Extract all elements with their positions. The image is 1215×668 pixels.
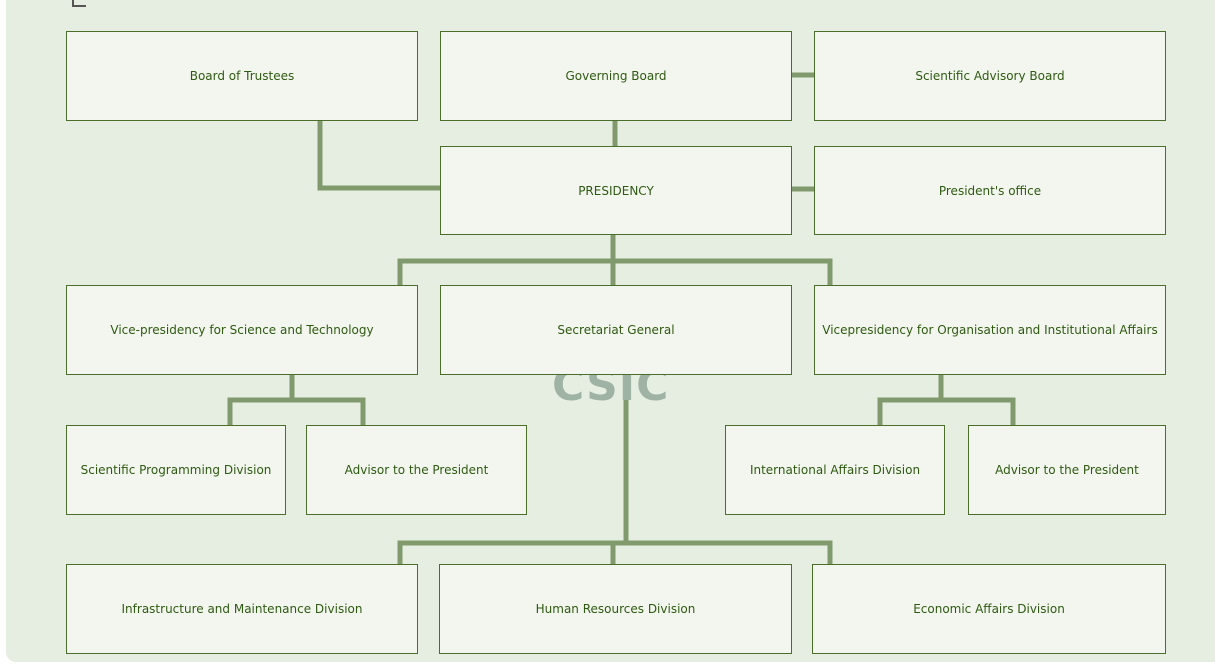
box-board-of-trustees[interactable]: Board of Trustees <box>66 31 418 121</box>
box-secretariat-general[interactable]: Secretariat General <box>440 285 792 375</box>
box-scientific-programming-division[interactable]: Scientific Programming Division <box>66 425 286 515</box>
box-scientific-advisory-board[interactable]: Scientific Advisory Board <box>814 31 1166 121</box>
box-governing-board[interactable]: Governing Board <box>440 31 792 121</box>
box-economic-affairs-division[interactable]: Economic Affairs Division <box>812 564 1166 654</box>
connector-middle-bus <box>397 258 833 286</box>
box-advisor-right[interactable]: Advisor to the President <box>968 425 1166 515</box>
connector-trustees-presidency <box>317 120 441 191</box>
connector-vporg-bus <box>877 397 1016 426</box>
box-vp-science-technology[interactable]: Vice-presidency for Science and Technolo… <box>66 285 418 375</box>
box-presidents-office[interactable]: President's office <box>814 146 1166 235</box>
corner-mark <box>72 0 86 7</box>
box-advisor-left[interactable]: Advisor to the President <box>306 425 527 515</box>
box-presidency[interactable]: PRESIDENCY <box>440 146 792 235</box>
box-international-affairs-division[interactable]: International Affairs Division <box>725 425 945 515</box>
box-human-resources-division[interactable]: Human Resources Division <box>439 564 792 654</box>
box-infrastructure-division[interactable]: Infrastructure and Maintenance Division <box>66 564 418 654</box>
connector-vpsci-bus <box>227 397 366 426</box>
box-vp-organisation[interactable]: Vicepresidency for Organisation and Inst… <box>814 285 1166 375</box>
